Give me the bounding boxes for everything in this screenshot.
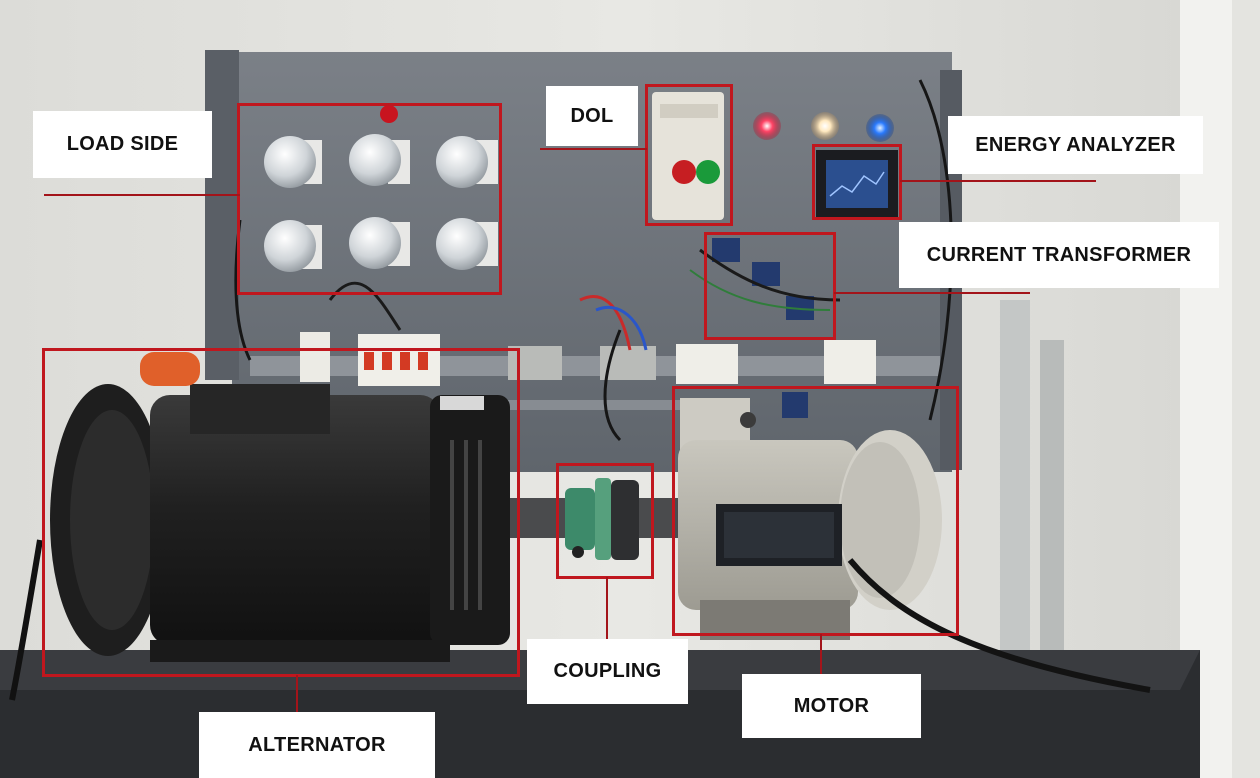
dol-label: DOL (546, 86, 638, 146)
energy-analyzer-label: ENERGY ANALYZER (948, 116, 1203, 174)
current-transformers (689, 238, 841, 418)
induction-motor (678, 398, 1151, 693)
dol-leader-line (540, 148, 647, 150)
load-side-leader-line (44, 194, 240, 196)
alternator-highlight (42, 348, 520, 677)
load-side-highlight (237, 103, 502, 295)
motor-leader-line (820, 634, 822, 674)
energy-analyzer-highlight (812, 144, 902, 220)
load-side-label: LOAD SIDE (33, 111, 212, 178)
motor-highlight (672, 386, 959, 636)
coupling-label: COUPLING (527, 639, 688, 704)
motor-label: MOTOR (742, 674, 921, 738)
current-transformer-leader-line (834, 292, 1030, 294)
energy-analyzer-meter (816, 150, 898, 218)
coupling-leader-line (606, 577, 608, 639)
current-transformer-label: CURRENT TRANSFORMER (899, 222, 1219, 288)
alternator-machine (9, 352, 510, 701)
indicator-lamps (753, 112, 894, 142)
coupling-highlight (556, 463, 654, 579)
alternator-leader-line (296, 675, 298, 712)
current-transformer-highlight (704, 232, 836, 340)
lamp-bulbs (264, 105, 498, 272)
energy-analyzer-leader-line (900, 180, 1096, 182)
dol-starter (652, 92, 724, 220)
dol-highlight (645, 84, 733, 226)
alternator-label: ALTERNATOR (199, 712, 435, 778)
